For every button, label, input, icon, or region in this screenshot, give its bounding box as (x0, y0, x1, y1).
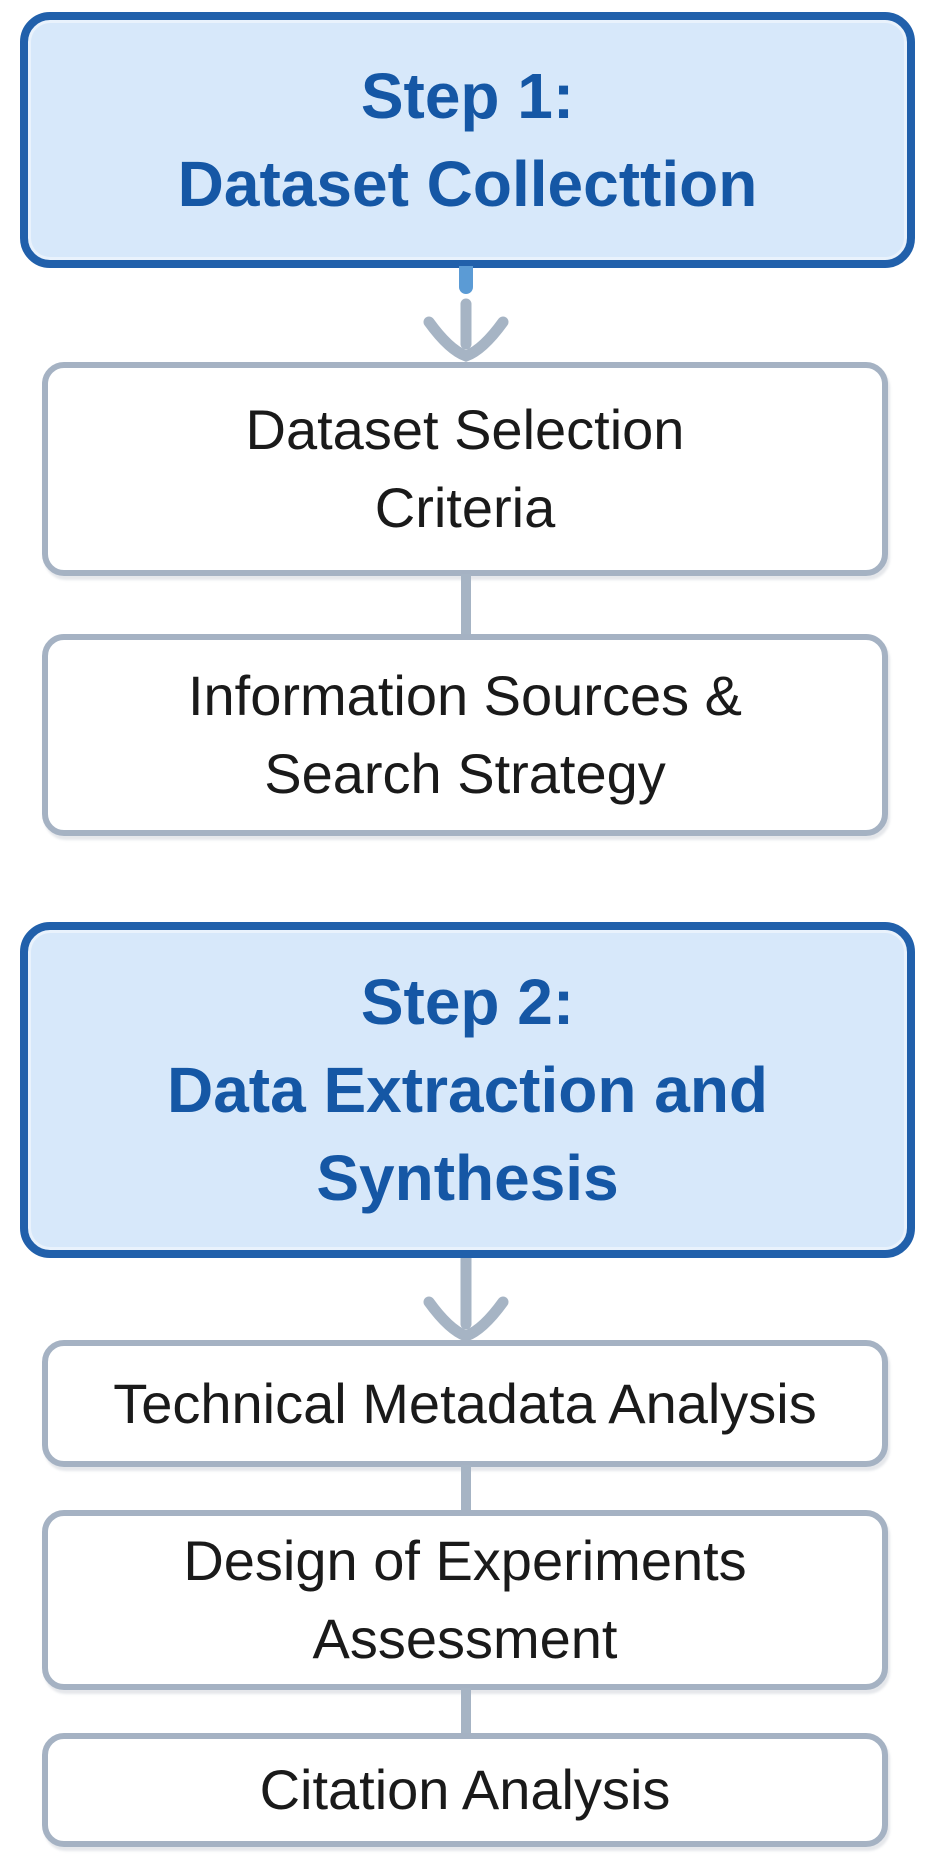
node-doe-assessment-label: Design of Experiments Assessment (183, 1522, 746, 1678)
step2-title-line1: Step 2: (360, 966, 575, 1038)
node-label-line: Design of Experiments (183, 1529, 747, 1592)
node-label-line: Citation Analysis (259, 1758, 671, 1821)
connector-step1-to-dataset-selection (420, 298, 512, 362)
node-design-of-experiments-assessment: Design of Experiments Assessment (42, 1510, 888, 1690)
connector-technical-metadata-to-doe-assessment (461, 1465, 471, 1512)
node-technical-metadata-analysis: Technical Metadata Analysis (42, 1340, 888, 1467)
arrow-down-icon (423, 298, 509, 362)
node-dataset-selection-criteria: Dataset Selection Criteria (42, 362, 888, 576)
connector-step2-to-technical-metadata (420, 1258, 512, 1342)
step2-title: Step 2: Data Extraction and Synthesis (167, 958, 768, 1222)
step1-header-box: Step 1: Dataset Collecttion (20, 12, 915, 268)
node-label-line: Search Strategy (264, 742, 666, 805)
connector-doe-assessment-to-citation-analysis (461, 1688, 471, 1735)
node-citation-analysis: Citation Analysis (42, 1733, 888, 1847)
node-label-line: Technical Metadata Analysis (113, 1371, 817, 1435)
step1-title-line1: Step 1: (360, 60, 575, 132)
node-label-line: Assessment (312, 1607, 618, 1670)
node-label-line: Information Sources & (187, 664, 743, 727)
arrow-down-icon (423, 1258, 509, 1342)
step2-header-box: Step 2: Data Extraction and Synthesis (20, 922, 915, 1258)
node-information-sources-search-strategy: Information Sources & Search Strategy (42, 634, 888, 836)
node-technical-metadata-label: Technical Metadata Analysis (113, 1365, 817, 1443)
step2-title-line2: Data Extraction and (166, 1054, 769, 1126)
step2-title-line3: Synthesis (316, 1142, 619, 1214)
step1-title-line2: Dataset Collecttion (177, 148, 758, 220)
connector-dataset-selection-to-information-sources (461, 574, 471, 636)
node-label-line: Criteria (374, 476, 556, 539)
node-dataset-selection-criteria-label: Dataset Selection Criteria (246, 391, 685, 547)
node-citation-analysis-label: Citation Analysis (260, 1751, 671, 1829)
node-information-sources-label: Information Sources & Search Strategy (188, 657, 742, 813)
node-label-line: Dataset Selection (245, 398, 685, 461)
step1-connector-stub (459, 266, 473, 294)
step1-title: Step 1: Dataset Collecttion (178, 52, 758, 228)
